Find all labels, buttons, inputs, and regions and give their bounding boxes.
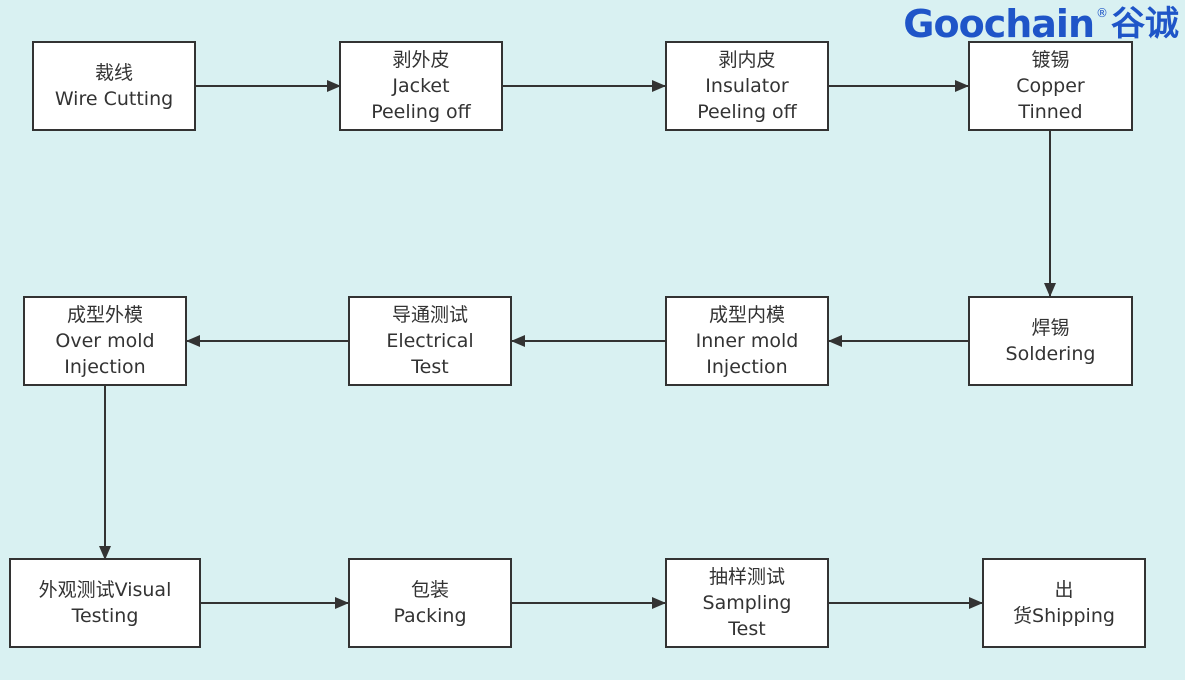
step-packing: 包装 Packing — [348, 558, 512, 648]
logo-chinese: 谷诚 — [1111, 4, 1179, 44]
step-label-en-2: Peeling off — [371, 101, 471, 123]
step-wire-cutting: 裁线 Wire Cutting — [32, 41, 196, 131]
logo-registered-mark: ® — [1096, 6, 1108, 20]
step-label-line-2: Testing — [71, 605, 139, 627]
step-label-en-1: Inner mold — [695, 330, 799, 352]
step-label-en-2: Injection — [706, 356, 788, 378]
step-shipping: 出 货Shipping — [982, 558, 1146, 648]
step-label-en-1: Over mold — [55, 330, 155, 352]
step-sampling-test: 抽样测试 Sampling Test — [665, 558, 829, 648]
step-label-zh: 剥外皮 — [392, 49, 450, 71]
step-soldering: 焊锡 Soldering — [968, 296, 1133, 386]
step-inner-mold-injection: 成型内模 Inner mold Injection — [665, 296, 829, 386]
step-label-zh: 导通测试 — [391, 304, 468, 326]
step-label-zh: 裁线 — [94, 62, 133, 84]
step-label-zh: 焊锡 — [1031, 317, 1070, 339]
step-label-zh: 成型内模 — [708, 304, 785, 326]
step-label-en-2: Test — [728, 618, 766, 640]
step-label-line-1: 出 — [1054, 579, 1074, 601]
step-jacket-peeling: 剥外皮 Jacket Peeling off — [339, 41, 503, 131]
step-label-en-1: Electrical — [386, 330, 474, 352]
step-label-en-2: Tinned — [1018, 101, 1083, 123]
step-label-en: Packing — [393, 605, 467, 627]
logo-english: Goochain — [903, 2, 1095, 46]
step-label-en-2: Injection — [64, 356, 146, 378]
step-over-mold-injection: 成型外模 Over mold Injection — [23, 296, 187, 386]
step-label-en-1: Sampling — [702, 592, 792, 614]
step-label-en: Wire Cutting — [54, 88, 174, 110]
step-electrical-test: 导通测试 Electrical Test — [348, 296, 512, 386]
step-label-en-1: Jacket — [392, 75, 450, 97]
step-label-zh: 镀锡 — [1031, 49, 1070, 71]
step-label-en-2: Peeling off — [697, 101, 797, 123]
step-label-line-2: 货Shipping — [1013, 605, 1115, 627]
step-label-en-1: Copper — [1016, 75, 1085, 97]
step-label-line-1: 外观测试Visual — [38, 579, 172, 601]
step-label-en-2: Test — [411, 356, 449, 378]
step-label-zh: 包装 — [410, 579, 449, 601]
step-label-zh: 剥内皮 — [718, 49, 776, 71]
step-visual-testing: 外观测试Visual Testing — [9, 558, 201, 648]
step-label-zh: 抽样测试 — [708, 566, 785, 588]
step-insulator-peeling: 剥内皮 Insulator Peeling off — [665, 41, 829, 131]
step-label-en: Soldering — [1005, 343, 1096, 365]
step-copper-tinned: 镀锡 Copper Tinned — [968, 41, 1133, 131]
step-label-en-1: Insulator — [705, 75, 789, 97]
step-label-zh: 成型外模 — [66, 304, 143, 326]
goochain-logo: Goochain ® 谷诚 — [903, 2, 1179, 46]
